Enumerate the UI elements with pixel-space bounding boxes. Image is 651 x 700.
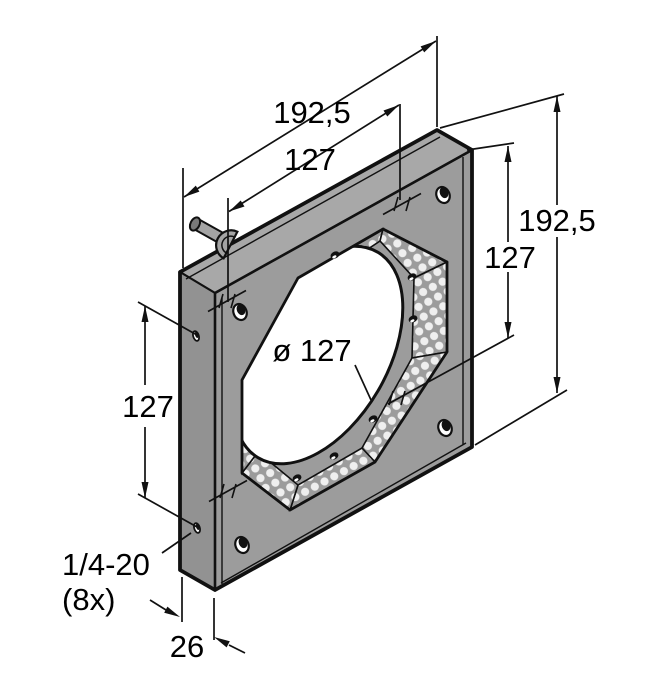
label-thread-spec: 1/4-20: [62, 547, 150, 582]
label-aperture-diameter: ø 127: [272, 333, 351, 368]
plate-left-side-face: [179, 270, 216, 592]
dim-line-top-width: [183, 40, 437, 198]
mounting-hole: [234, 535, 250, 555]
thread-leader-line: [161, 532, 192, 554]
rear-connector: [188, 216, 239, 260]
diameter-leader-line: [354, 364, 372, 401]
left-extension-lines: [137, 301, 198, 528]
arrowhead: [553, 96, 561, 112]
label-right-height: 192,5: [518, 203, 596, 238]
connector-base-dome: [215, 229, 239, 260]
arrowhead: [420, 41, 436, 53]
arrowhead: [141, 306, 149, 322]
plate-silhouette-outline: [178, 128, 474, 592]
recess-opening-outline: [240, 227, 449, 512]
arrowhead: [383, 105, 399, 117]
connector-end-cap: [188, 216, 202, 232]
connector-base-detail: [221, 235, 235, 254]
center-marks: [207, 192, 422, 503]
label-left-hole-spacing: 127: [122, 389, 174, 424]
dimension-arrowheads: [141, 41, 561, 648]
right-extension-lines: [387, 93, 568, 446]
arrowhead: [504, 322, 512, 338]
arrowhead: [184, 185, 200, 197]
arrowhead: [214, 637, 230, 648]
mounting-hole: [435, 185, 451, 205]
thickness-extension-lines: [149, 577, 246, 654]
arrowhead: [141, 482, 149, 498]
band-screws: [292, 251, 418, 482]
center-mark: [207, 289, 247, 313]
dim-line-top-holes: [228, 104, 400, 213]
dimension-lines: [137, 36, 568, 654]
center-mark: [208, 479, 248, 503]
label-top-width: 192,5: [273, 95, 351, 130]
label-thread-quantity: (8x): [62, 582, 115, 617]
mounting-holes-front: [232, 185, 453, 555]
label-top-hole-spacing: 127: [284, 142, 336, 177]
arrowhead: [164, 606, 180, 617]
label-right-hole-spacing: 127: [484, 240, 536, 275]
edge-chamfer-lines: [185, 136, 467, 584]
label-thickness: 26: [170, 629, 204, 664]
arrowhead: [504, 146, 512, 162]
front-face-edges: [213, 148, 473, 590]
dimension-labels: 192,5 127 192,5 127 127 ø 127 1/4-20 (8x…: [62, 95, 596, 664]
arrowhead: [553, 377, 561, 393]
mounting-hole: [437, 418, 453, 438]
mounting-hole: [232, 302, 248, 322]
center-mark: [382, 192, 422, 216]
top-extension-lines: [182, 36, 438, 302]
arrowhead: [229, 200, 245, 212]
